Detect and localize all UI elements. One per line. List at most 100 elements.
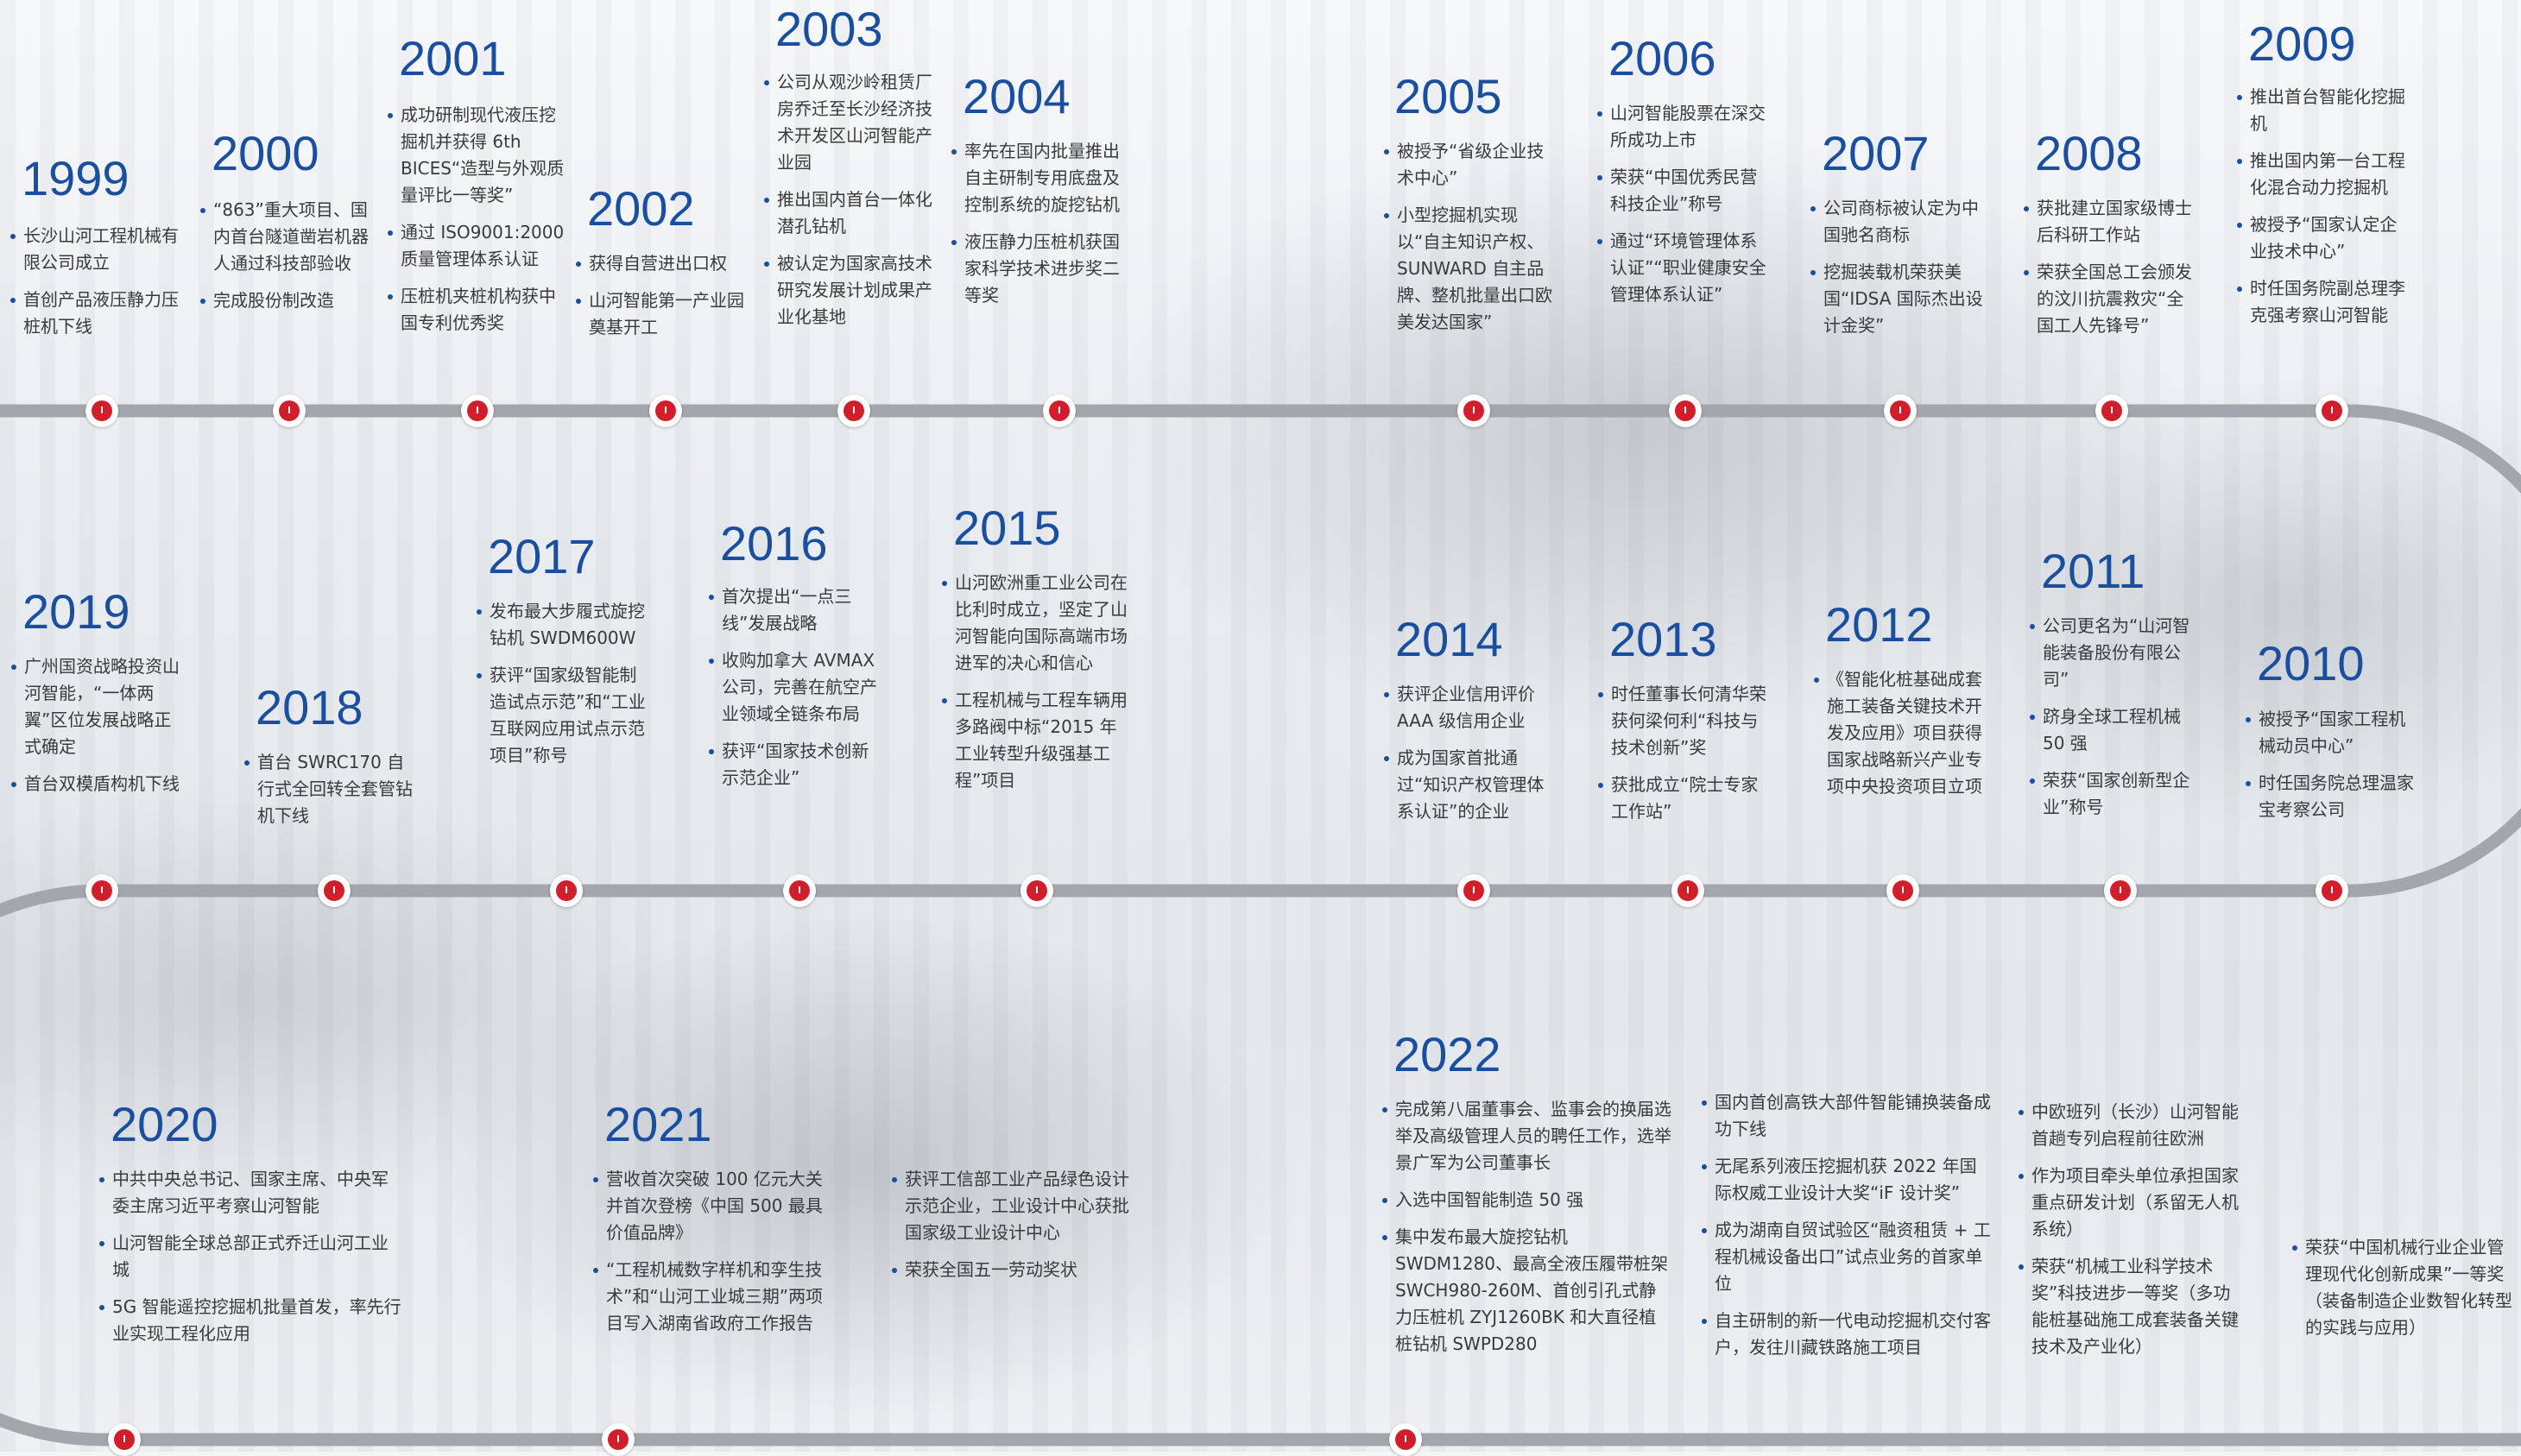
timeline-marker <box>1389 1423 1422 1456</box>
milestone-items: 被授予“省级企业技术中心” 小型挖掘机实现以“自主知识产权、SUNWARD 自主… <box>1384 138 1557 346</box>
milestone-item: 被认定为国家高技术研究发展计划成果产业化基地 <box>764 250 941 331</box>
milestone-items: 成功研制现代液压挖掘机并获得 6th BICES“造型与外观质量评比一等奖” 通… <box>388 102 571 347</box>
year-label: 2018 <box>256 680 363 734</box>
milestone-item: 获得自营进出口权 <box>576 250 759 277</box>
milestone-items: 《智能化桩基础成套施工装备关键技术开发及应用》项目获得国家战略新兴产业专项中央投… <box>1814 666 1991 810</box>
milestone-item: 首台双模盾构机下线 <box>11 771 188 797</box>
milestone-items: 中共中央总书记、国家主席、中央军委主席习近平考察山河智能 山河智能全球总部正式乔… <box>99 1166 401 1358</box>
milestone-item: 挖掘装载机荣获美国“IDSA 国际杰出设计金奖” <box>1810 259 1987 339</box>
milestone-items: 首台 SWRC170 自行式全回转全套管钻机下线 <box>244 749 421 840</box>
milestone-item: 荣获“中国机械行业企业管理现代化创新成果”一等奖（装备制造企业数智化转型的实践与… <box>2292 1234 2512 1341</box>
milestone-item: 推出首台智能化挖掘机 <box>2237 84 2414 137</box>
milestone-item: 获评企业信用评价 AAA 级信用企业 <box>1384 681 1561 734</box>
timeline-marker <box>649 394 682 427</box>
milestone-item: 《智能化桩基础成套施工装备关键技术开发及应用》项目获得国家战略新兴产业专项中央投… <box>1814 666 1991 800</box>
milestone-item: 国内首创高铁大部件智能铺换装备成功下线 <box>1702 1089 1991 1143</box>
milestone-item: 中欧班列（长沙）山河智能首趟专列启程前往欧洲 <box>2019 1099 2247 1152</box>
year-label: 2009 <box>2248 16 2356 71</box>
year-label: 2016 <box>720 516 828 570</box>
milestone-item: 作为项目牵头单位承担国家重点研发计划（系留无人机系统） <box>2019 1163 2247 1243</box>
milestone-item: 山河智能第一产业园奠基开工 <box>576 287 759 341</box>
milestone-items: 时任董事长何清华荣获何梁何利“科技与技术创新”奖 获批成立“院士专家工作站” <box>1598 681 1775 835</box>
timeline-marker <box>783 874 816 907</box>
milestone-item: 山河智能全球总部正式乔迁山河工业城 <box>99 1230 401 1283</box>
milestone-items: 率先在国内批量推出自主研制专用底盘及控制系统的旋挖钻机 液压静力压桩机获国家科学… <box>951 138 1128 319</box>
milestone-item: 长沙山河工程机械有限公司成立 <box>10 223 187 276</box>
timeline-marker <box>1671 874 1704 907</box>
milestone-items: 发布最大步履式旋挖钻机 SWDM600W 获评“国家级智能制造试点示范”和“工业… <box>477 598 654 779</box>
milestone-item: 荣获“国家创新型企业”称号 <box>2030 767 2207 821</box>
milestone-item: 推出国内第一台工程化混合动力挖掘机 <box>2237 148 2414 201</box>
year-label: 2020 <box>111 1097 218 1151</box>
timeline-marker <box>273 394 306 427</box>
year-label: 2006 <box>1608 31 1716 85</box>
timeline-marker <box>837 394 870 427</box>
year-label: 1999 <box>22 151 130 205</box>
milestone-item: 完成股份制改造 <box>200 287 373 314</box>
timeline-marker <box>2316 874 2348 907</box>
milestone-item: 获评“国家级智能制造试点示范”和“工业互联网应用试点示范项目”称号 <box>477 662 654 769</box>
year-label: 2011 <box>2041 544 2145 598</box>
year-label: 2002 <box>587 181 695 236</box>
timeline-marker <box>550 874 583 907</box>
milestone-item: 获批成立“院士专家工作站” <box>1598 772 1775 825</box>
milestone-items-extra: 获评工信部工业产品绿色设计示范企业，工业设计中心获批国家级工业设计中心 荣获全国… <box>892 1166 1129 1294</box>
milestone-item: 率先在国内批量推出自主研制专用底盘及控制系统的旋挖钻机 <box>951 138 1128 218</box>
milestone-items-extra: 荣获“中国机械行业企业管理现代化创新成果”一等奖（装备制造企业数智化转型的实践与… <box>2292 1234 2512 1352</box>
timeline-marker <box>2095 394 2128 427</box>
milestone-item: 5G 智能遥控挖掘机批量首发，率先行业实现工程化应用 <box>99 1294 401 1347</box>
milestone-items: 山河欧洲重工业公司在比利时成立，坚定了山河智能向国际高端市场进军的决心和信心 工… <box>942 570 1128 804</box>
milestone-item: “863”重大项目、国内首台隧道凿岩机器人通过科技部验收 <box>200 197 373 277</box>
milestone-item: 获批建立国家级博士后科研工作站 <box>2024 195 2201 249</box>
milestone-item: 完成第八届董事会、监事会的换届选举及高级管理人员的聘任工作，选举景广军为公司董事… <box>1382 1096 1671 1176</box>
milestone-item: 小型挖掘机实现以“自主知识产权、SUNWARD 自主品牌、整机批量出口欧美发达国… <box>1384 202 1557 336</box>
year-label: 2013 <box>1609 612 1717 666</box>
year-label: 2019 <box>22 584 130 639</box>
timeline-marker <box>108 1423 141 1456</box>
milestone-item: 通过 ISO9001:2000 质量管理体系认证 <box>388 219 571 273</box>
timeline-marker <box>602 1423 635 1456</box>
milestone-item: 被授予“国家认定企业技术中心” <box>2237 211 2414 265</box>
milestone-items: 营收首次突破 100 亿元大关并首次登榜《中国 500 最具价值品牌》 “工程机… <box>593 1166 835 1347</box>
milestone-items: 获批建立国家级博士后科研工作站 荣获全国总工会颁发的汶川抗震救灾“全国工人先锋号… <box>2024 195 2201 350</box>
milestone-item: 成为湖南自贸试验区“融资租赁 + 工程机械设备出口”试点业务的首家单位 <box>1702 1217 1991 1297</box>
milestone-items: 被授予“国家工程机械动员中心” 时任国务院总理温家宝考察公司 <box>2246 706 2423 834</box>
milestone-item: 公司商标被认定为中国驰名商标 <box>1810 195 1987 249</box>
milestone-item: 被授予“国家工程机械动员中心” <box>2246 706 2423 760</box>
timeline-marker <box>85 874 118 907</box>
milestone-item: 山河智能股票在深交所成功上市 <box>1597 100 1774 154</box>
milestone-item: 首台 SWRC170 自行式全回转全套管钻机下线 <box>244 749 421 829</box>
milestone-item: 荣获全国五一劳动奖状 <box>892 1257 1129 1283</box>
timeline-marker <box>1457 874 1490 907</box>
milestone-item: 成为国家首批通过“知识产权管理体系认证”的企业 <box>1384 745 1561 825</box>
milestone-item: 山河欧洲重工业公司在比利时成立，坚定了山河智能向国际高端市场进军的决心和信心 <box>942 570 1128 677</box>
timeline-marker <box>1457 394 1490 427</box>
milestone-item: 入选中国智能制造 50 强 <box>1382 1187 1671 1213</box>
year-label: 2008 <box>2035 126 2143 180</box>
milestone-item: 成功研制现代液压挖掘机并获得 6th BICES“造型与外观质量评比一等奖” <box>388 102 571 209</box>
milestone-items: 首次提出“一点三线”发展战略 收购加拿大 AVMAX 公司，完善在航空产业领域全… <box>709 583 886 802</box>
timeline-marker <box>461 394 494 427</box>
milestone-item: 广州国资战略投资山河智能，“一体两翼”区位发展战略正式确定 <box>11 653 188 760</box>
milestone-item: 时任国务院副总理李克强考察山河智能 <box>2237 275 2414 329</box>
milestone-item: 发布最大步履式旋挖钻机 SWDM600W <box>477 598 654 652</box>
milestone-items-extra: 国内首创高铁大部件智能铺换装备成功下线 无尾系列液压挖掘机获 2022 年国际权… <box>1702 1089 1991 1371</box>
timeline-marker <box>1043 394 1076 427</box>
year-label: 2022 <box>1393 1027 1501 1081</box>
year-label: 2010 <box>2257 636 2365 690</box>
milestone-item: 被授予“省级企业技术中心” <box>1384 138 1557 192</box>
timeline-marker <box>1669 394 1702 427</box>
milestone-item: “工程机械数字样机和孪生技术”和“山河工业城三期”两项目写入湖南省政府工作报告 <box>593 1257 835 1337</box>
milestone-item: 推出国内首台一体化潜孔钻机 <box>764 186 941 240</box>
milestone-items: 长沙山河工程机械有限公司成立 首创产品液压静力压桩机下线 <box>10 223 187 350</box>
timeline-marker <box>85 394 118 427</box>
year-label: 2017 <box>488 529 596 583</box>
milestone-item: 通过“环境管理体系认证”“职业健康安全管理体系认证” <box>1597 228 1774 308</box>
milestone-item: 收购加拿大 AVMAX 公司，完善在航空产业领域全链条布局 <box>709 647 886 728</box>
milestone-item: 跻身全球工程机械 50 强 <box>2030 703 2207 757</box>
milestone-items: 推出首台智能化挖掘机 推出国内第一台工程化混合动力挖掘机 被授予“国家认定企业技… <box>2237 84 2414 339</box>
milestone-item: 荣获“中国优秀民营科技企业”称号 <box>1597 164 1774 217</box>
milestone-item: 公司从观沙岭租赁厂房乔迁至长沙经济技术开发区山河智能产业园 <box>764 69 941 176</box>
milestone-items: 完成第八届董事会、监事会的换届选举及高级管理人员的聘任工作，选举景广军为公司董事… <box>1382 1096 1671 1368</box>
